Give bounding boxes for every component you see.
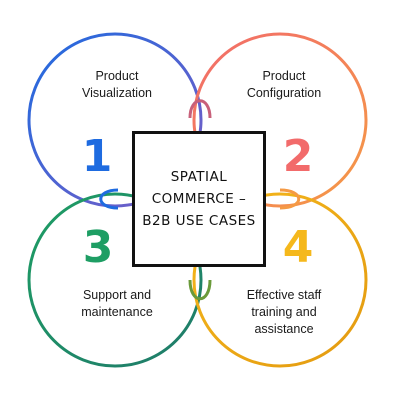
quadrant-2-label: Product Configuration [246,69,322,100]
center-box: SPATIAL COMMERCE – B2B USE CASES [132,131,266,267]
ring-4 [192,192,368,368]
loop-connector-right [279,188,301,210]
ring-2 [192,32,368,208]
loop-connector-left [99,188,119,210]
quadrant-3-label: Support and maintenance [81,288,153,319]
quadrant-4-number: 4 [282,222,314,273]
quadrant-2-number: 2 [282,131,314,182]
quadrant-4-label: Effective staff training and assistance [246,288,322,336]
ring-3 [27,192,203,368]
quadrant-3-number: 3 [82,222,114,273]
loop-connector-top [188,99,212,119]
ring-1 [27,32,203,208]
center-title: SPATIAL COMMERCE – B2B USE CASES [142,169,256,229]
loop-connector-bottom [188,279,212,301]
quadrant-1-label: Product Visualization [82,69,152,100]
quadrant-1-number: 1 [81,131,113,182]
